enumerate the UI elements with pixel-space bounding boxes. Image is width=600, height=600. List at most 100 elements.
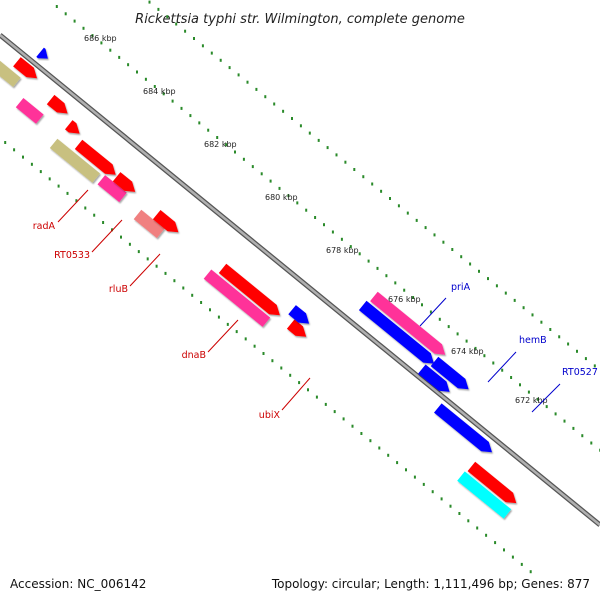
tick-dot xyxy=(503,548,505,552)
tick-dot xyxy=(253,344,256,348)
tick-dot xyxy=(157,7,160,11)
tick-dot xyxy=(55,5,58,8)
tick-dot xyxy=(305,208,308,212)
tick-dot xyxy=(333,410,336,414)
tick-dot-rows xyxy=(4,0,600,574)
gene-label-rada: radA xyxy=(33,221,56,232)
tick-dot xyxy=(235,330,238,334)
tick-dot xyxy=(264,95,267,99)
tick-dot xyxy=(483,354,486,358)
tick-dot xyxy=(155,264,158,268)
tick-dot xyxy=(280,366,283,370)
tick-dot xyxy=(590,441,593,445)
tick-dot xyxy=(191,293,194,297)
tick-dot xyxy=(367,259,370,263)
tick-dot xyxy=(438,317,441,321)
tick-dot xyxy=(146,257,149,261)
map-title: Rickettsia typhi str. Wilmington, comple… xyxy=(135,12,465,27)
tick-dot xyxy=(540,320,543,324)
tick-dot xyxy=(431,490,434,494)
tick-dot xyxy=(460,255,463,259)
tick-dot xyxy=(536,397,539,401)
tick-dot xyxy=(396,461,399,465)
gene-arrow xyxy=(418,364,450,392)
tick-dot xyxy=(351,424,354,428)
tick-dot xyxy=(118,55,121,59)
tick-dot xyxy=(467,519,470,523)
tick-dot xyxy=(495,284,498,288)
tick-dot xyxy=(317,138,320,142)
scale-label: 678 kbp xyxy=(326,246,359,255)
tick-dot xyxy=(376,266,379,270)
tick-dot xyxy=(406,211,409,215)
tick-dot xyxy=(485,533,488,537)
tick-dot xyxy=(237,73,240,77)
tick-dot xyxy=(504,291,507,295)
tick-dot xyxy=(510,376,513,379)
gene-arrow xyxy=(74,139,116,175)
tick-dot xyxy=(299,124,302,128)
tick-dot xyxy=(162,92,165,96)
tick-dot xyxy=(554,412,557,416)
tick-dot xyxy=(217,315,220,319)
tick-dot xyxy=(200,301,203,304)
tick-dot xyxy=(184,29,187,33)
tick-dot xyxy=(563,419,566,423)
gene-arrow xyxy=(65,120,80,134)
tick-dot xyxy=(109,48,112,52)
tick-dot xyxy=(558,335,561,339)
tick-dot xyxy=(180,106,183,110)
tick-dot xyxy=(362,175,365,179)
scale-label: 674 kbp xyxy=(451,347,484,356)
tick-dot xyxy=(137,250,140,254)
tick-dot xyxy=(148,0,151,4)
tick-dot xyxy=(397,204,400,208)
tick-dot xyxy=(501,368,504,372)
tick-dot xyxy=(251,165,254,169)
gene-arrow xyxy=(218,263,280,316)
gene-arrow xyxy=(467,461,517,504)
leader-line xyxy=(281,377,311,411)
tick-dot xyxy=(262,352,265,355)
tick-dot xyxy=(456,332,459,336)
tick-dot xyxy=(335,153,338,157)
tick-dot xyxy=(387,453,390,457)
tick-dot xyxy=(442,240,445,244)
tick-dot xyxy=(492,361,495,365)
tick-dot xyxy=(576,349,578,353)
leader-line xyxy=(129,253,161,287)
gene-arrow xyxy=(13,57,37,79)
tick-dot xyxy=(289,373,292,377)
gene-label-ubix: ubiX xyxy=(259,410,281,421)
tick-dot xyxy=(127,63,130,67)
tick-dot xyxy=(296,201,299,205)
tick-dot xyxy=(511,555,514,559)
tick-dot xyxy=(175,22,178,26)
tick-dot xyxy=(225,143,228,147)
tick-dot xyxy=(48,177,51,181)
tick-dot xyxy=(22,155,24,159)
tick-dot xyxy=(584,357,587,361)
gene-arrow xyxy=(36,47,48,59)
scale-labels: 686 kbp 684 kbp 682 kbp 680 kbp 678 kbp … xyxy=(84,34,548,405)
gene-arrow xyxy=(288,305,310,324)
gene-box xyxy=(0,60,21,87)
tick-dot xyxy=(314,216,317,219)
tick-dot xyxy=(476,526,479,530)
tick-dot xyxy=(581,434,584,438)
tick-dot xyxy=(360,432,363,435)
tick-dot xyxy=(269,179,272,183)
tick-dot xyxy=(369,439,372,443)
tick-dot xyxy=(73,19,76,23)
tick-dot xyxy=(389,197,391,200)
tick-dot xyxy=(84,206,87,210)
tick-dot xyxy=(519,383,521,387)
leader-line xyxy=(531,383,561,413)
gene-label-rlub: rluB xyxy=(109,284,128,295)
tick-dot xyxy=(429,310,432,314)
tick-dot xyxy=(182,286,185,290)
tick-dot xyxy=(260,172,263,176)
tick-dot xyxy=(451,248,454,251)
tick-dot xyxy=(244,337,247,341)
tick-dot xyxy=(545,405,548,409)
